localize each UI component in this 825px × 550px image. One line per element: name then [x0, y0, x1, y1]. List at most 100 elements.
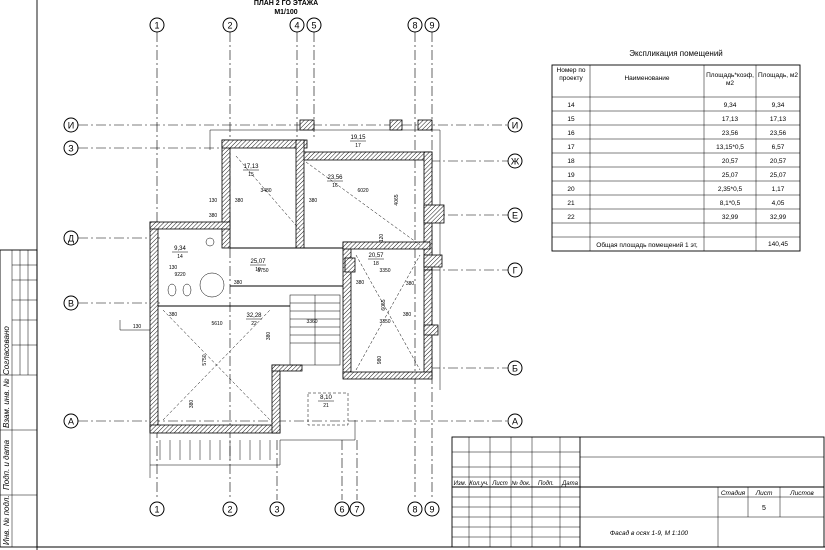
title-col-sign: Подп. [538, 481, 554, 487]
svg-text:А: А [68, 417, 74, 427]
svg-text:2: 2 [227, 21, 232, 31]
svg-text:15: 15 [248, 172, 254, 178]
svg-text:380: 380 [169, 312, 178, 318]
svg-text:22: 22 [567, 214, 575, 221]
plan-title: ПЛАН 2 ГО ЭТАЖА [254, 0, 318, 7]
svg-text:20: 20 [567, 186, 575, 193]
room-labels: 17,13 15 23,56 16 19,15 17 9,34 14 25,07… [172, 135, 384, 409]
room-19-label: 25,07 19 [250, 259, 266, 273]
axis-bubble-left-Z [63, 140, 79, 156]
svg-text:23,56: 23,56 [722, 130, 739, 137]
explication-header-area-coef: Площадь*коэф, м2 [706, 72, 754, 87]
svg-text:980: 980 [377, 356, 383, 365]
svg-text:2: 2 [227, 505, 232, 515]
building-walls [149, 119, 445, 460]
explication-header-number: Номер по проекту [557, 67, 586, 82]
svg-text:20,57: 20,57 [722, 158, 739, 165]
title-sheet-label: Лист [755, 490, 773, 497]
room-15-label: 17,13 15 [243, 164, 259, 178]
svg-text:1,17: 1,17 [772, 186, 785, 193]
svg-text:14: 14 [177, 254, 183, 260]
svg-text:9: 9 [429, 505, 434, 515]
bottom-axis-bubbles: 1 2 3 6 7 8 9 [149, 501, 440, 517]
svg-text:14: 14 [567, 102, 575, 109]
axis-bubble-left-A [63, 413, 79, 429]
svg-text:13,15*0,5: 13,15*0,5 [716, 144, 744, 151]
explication-row: 18 20,57 20,57 [567, 158, 786, 165]
svg-text:Е: Е [512, 211, 518, 221]
svg-text:3350: 3350 [379, 268, 390, 274]
axis-bubble-bottom-1 [149, 501, 165, 517]
svg-text:19: 19 [567, 172, 575, 179]
axis-bubble-bottom-3 [269, 501, 285, 517]
svg-text:5: 5 [311, 21, 316, 31]
svg-text:4,05: 4,05 [772, 200, 785, 207]
explication-row: 16 23,56 23,56 [567, 130, 786, 137]
title-sheets-label: Листов [789, 490, 814, 497]
svg-text:23,56: 23,56 [770, 130, 787, 137]
svg-text:Д: Д [68, 234, 74, 244]
axis-bubble-bottom-6 [334, 501, 350, 517]
svg-text:17,13: 17,13 [770, 116, 787, 123]
axis-bubble-left-V [63, 295, 79, 311]
svg-text:6,57: 6,57 [772, 144, 785, 151]
svg-text:25,07: 25,07 [722, 172, 739, 179]
title-col-kol: Кол.уч. [469, 481, 489, 487]
svg-text:22: 22 [251, 321, 257, 327]
svg-text:1: 1 [154, 21, 159, 31]
axis-bubble-right-B [507, 360, 523, 376]
title-stage-label: Стадия [721, 489, 746, 497]
svg-text:19,15: 19,15 [350, 135, 366, 141]
room-17-label: 19,15 17 [350, 135, 366, 149]
svg-text:9,34: 9,34 [174, 246, 186, 252]
svg-text:8: 8 [412, 21, 417, 31]
explication-row: 15 17,13 17,13 [567, 116, 786, 123]
axis-bubble-bottom-8 [407, 501, 423, 517]
svg-text:4: 4 [294, 21, 299, 31]
svg-text:5750: 5750 [202, 354, 208, 365]
svg-text:6: 6 [339, 505, 344, 515]
room-14-label: 9,34 14 [172, 246, 188, 260]
axis-bubble-top-4 [289, 17, 305, 33]
axis-bubble-top-8 [407, 17, 423, 33]
svg-text:6055: 6055 [381, 299, 387, 310]
svg-text:А: А [512, 417, 518, 427]
svg-text:4065: 4065 [394, 194, 400, 205]
svg-text:16: 16 [332, 183, 338, 189]
svg-text:15: 15 [567, 116, 575, 123]
axis-bubble-right-I [507, 117, 523, 133]
svg-text:25,07: 25,07 [770, 172, 787, 179]
axis-bubble-left-D [63, 230, 79, 246]
svg-text:19: 19 [255, 267, 261, 273]
svg-text:380: 380 [189, 400, 195, 409]
svg-text:21: 21 [323, 403, 329, 409]
top-axis-bubbles: 1 2 4 5 8 9 [149, 17, 440, 33]
plan-scale: М1/100 [274, 9, 297, 16]
svg-text:21: 21 [567, 200, 575, 207]
stamp-sign-label: Подп. и дата [2, 439, 11, 490]
side-stamp: Согласовано Взам. инв. № Подп. и дата Ин… [0, 249, 38, 548]
svg-text:5610: 5610 [211, 321, 222, 327]
svg-text:3360: 3360 [306, 319, 317, 325]
svg-text:17: 17 [567, 144, 575, 151]
svg-text:17,13: 17,13 [243, 164, 259, 170]
svg-text:16: 16 [567, 130, 575, 137]
horizontal-axes [78, 124, 508, 422]
svg-text:25,07: 25,07 [250, 259, 266, 265]
explication-table: Экспликация помещений Номер по проекту Н… [551, 49, 801, 252]
title-col-list: Лист [491, 481, 507, 487]
title-col-izm: Изм. [454, 481, 467, 487]
explication-row: 17 13,15*0,5 6,57 [567, 144, 784, 151]
room-21-label: 8,10 21 [318, 395, 334, 409]
svg-text:2,35*0,5: 2,35*0,5 [718, 186, 743, 193]
explication-row: 22 32,99 32,99 [567, 214, 786, 221]
svg-text:32,99: 32,99 [770, 214, 787, 221]
stamp-replace-label: Взам. инв. № [2, 378, 11, 428]
svg-text:18: 18 [373, 261, 379, 267]
axis-bubble-bottom-9 [424, 501, 440, 517]
svg-text:120: 120 [379, 234, 385, 243]
svg-text:9,34: 9,34 [724, 102, 737, 109]
axis-bubble-right-G [507, 262, 523, 278]
svg-text:В: В [68, 299, 74, 309]
